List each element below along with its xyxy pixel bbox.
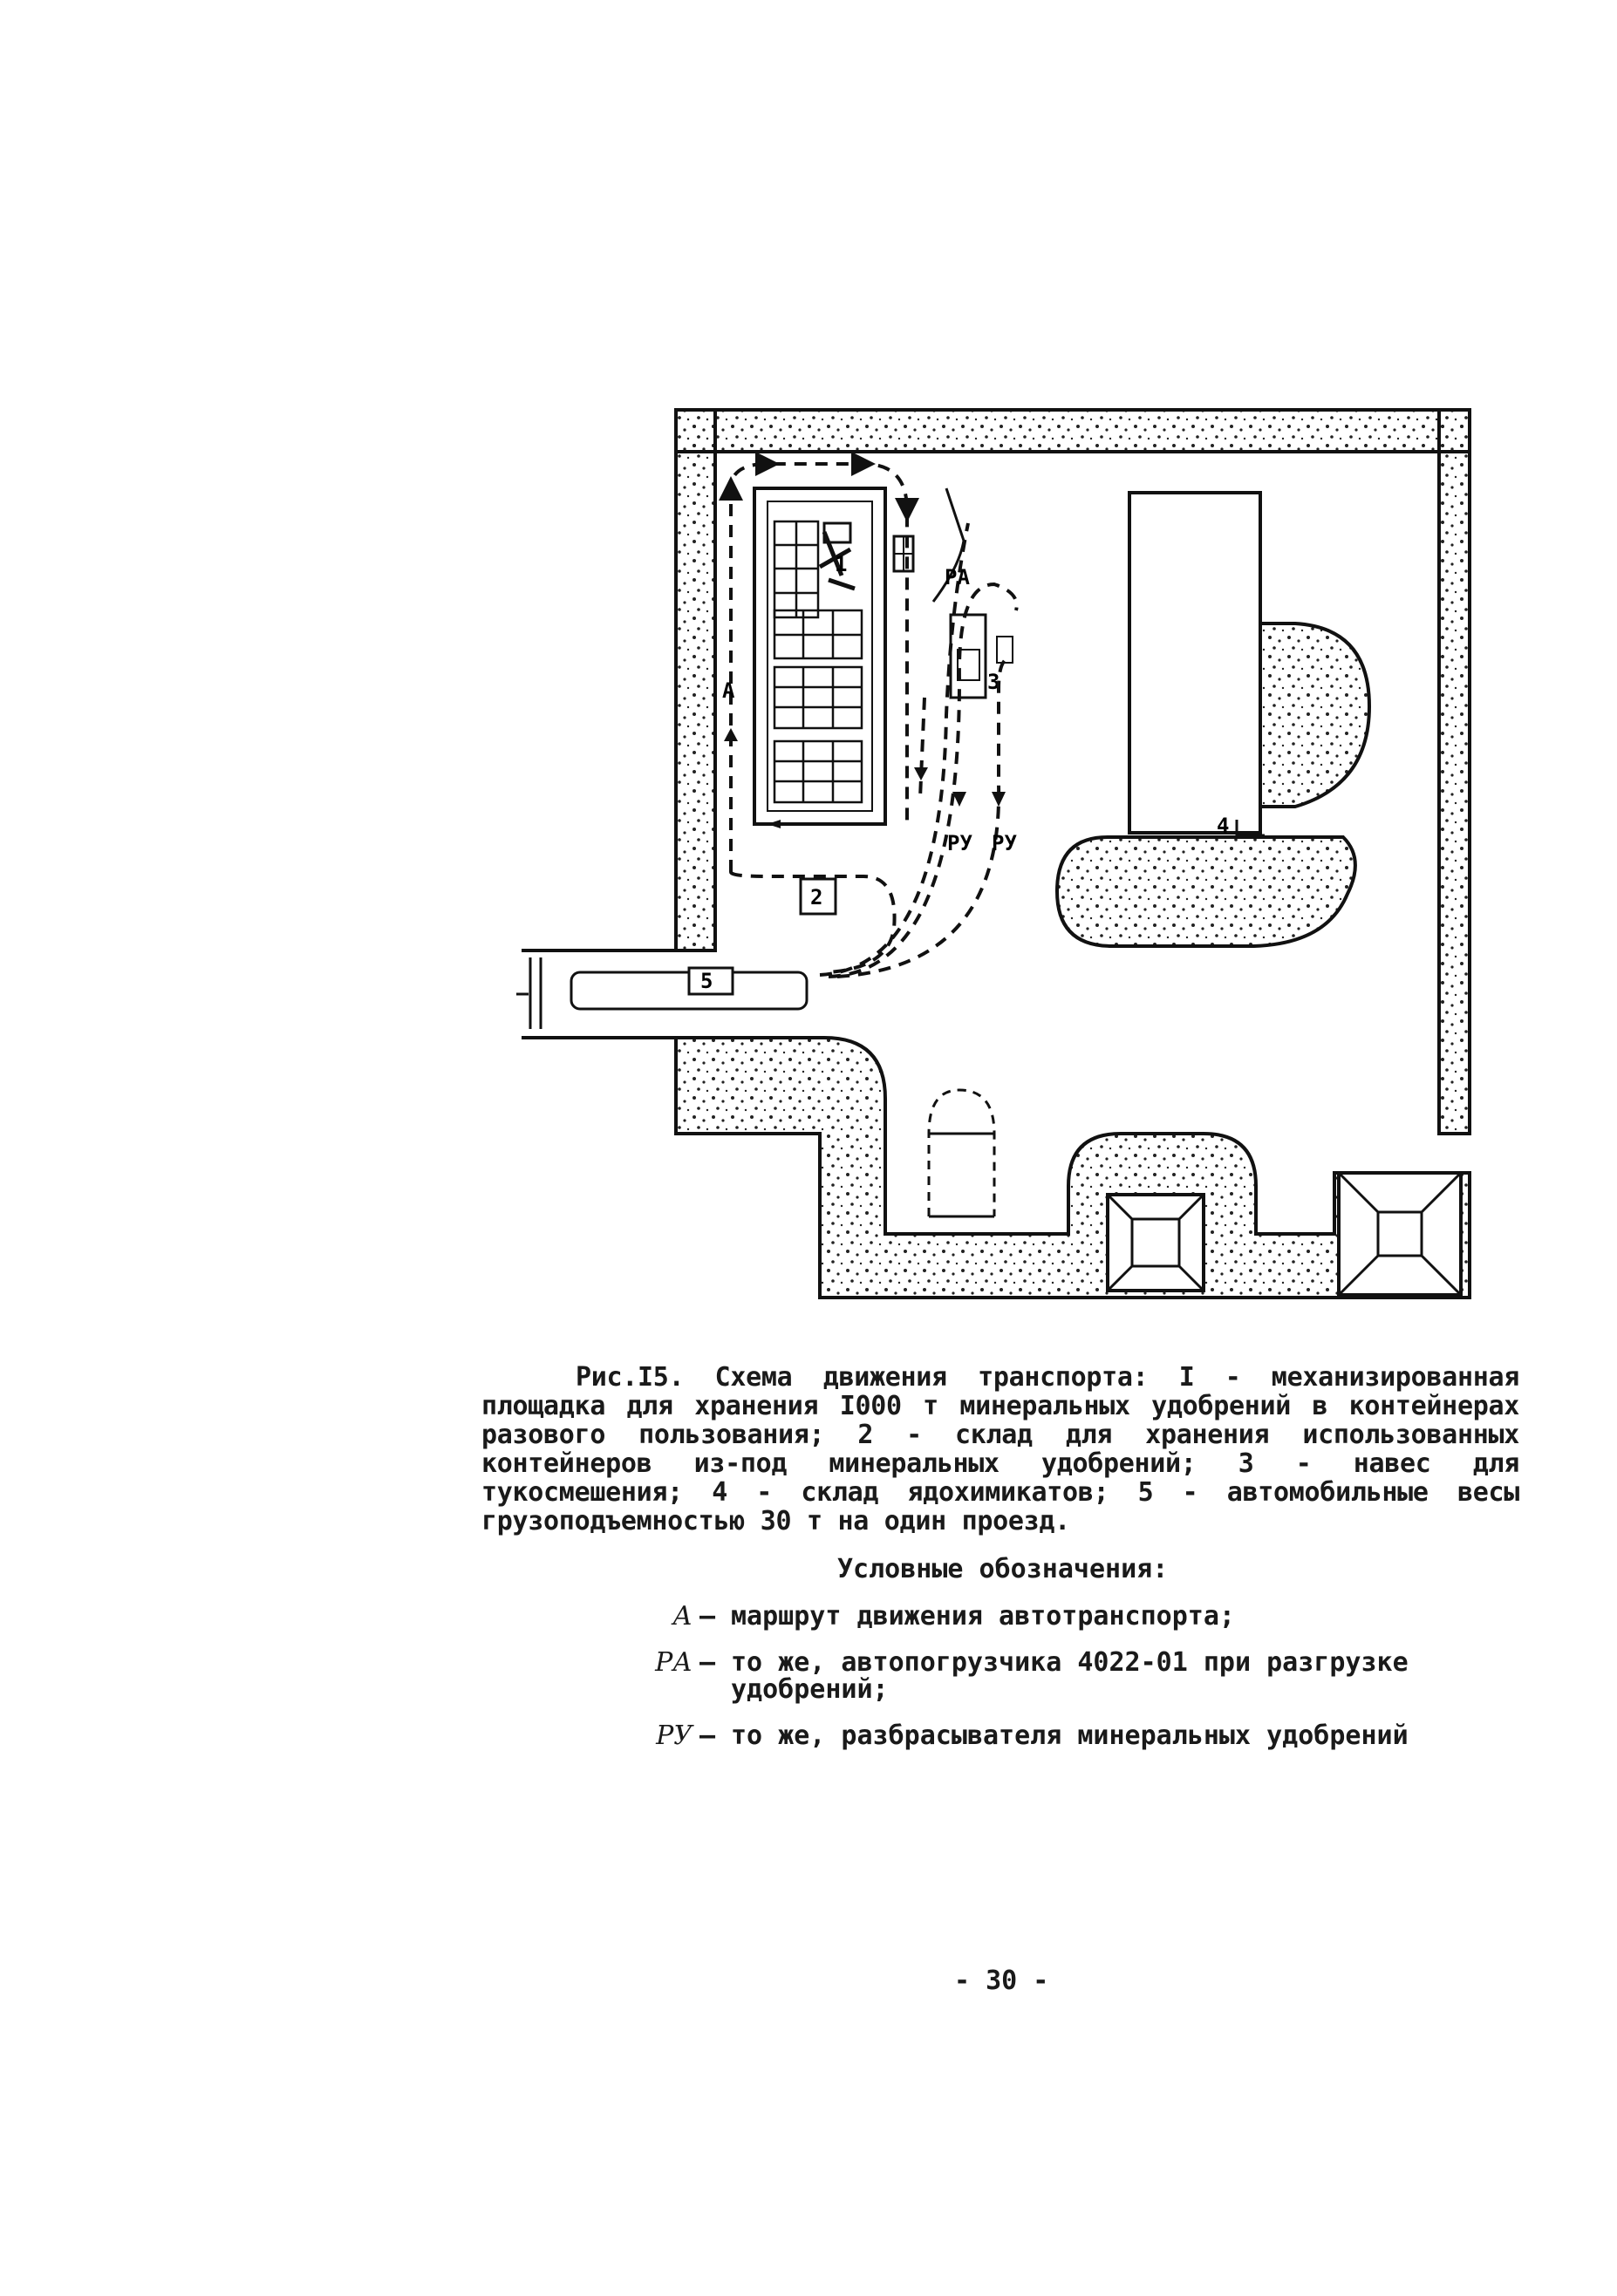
legend-item: А – маршрут движения автотранспорта; [637,1603,1518,1630]
used-container-warehouse: 2 [799,877,837,916]
caption-line-1: Рис.I5. Схема движения транспорта: I - м… [576,1362,1519,1393]
route-label-ry-2: РУ [992,831,1017,855]
legend-dash: – [699,1647,716,1678]
figure-caption: Рис.I5. Схема движения транспорта: I - м… [481,1363,1519,1536]
legend-symbol: РУ [656,1720,693,1751]
legend-symbol: РА [655,1647,693,1678]
legend: А – маршрут движения автотранспорта; РА … [637,1603,1518,1768]
legend-dash: – [699,1720,716,1751]
hopper-right [1337,1171,1463,1297]
route-label-a: А [722,678,735,703]
legend-text: маршрут движения автотранспорта; [731,1601,1235,1632]
hopper-left [1106,1193,1205,1292]
legend-text: то же, автопогрузчика 4022-01 при разгру… [731,1647,1409,1705]
mark-5: 5 [700,969,713,993]
planting-island-center [1054,835,1357,948]
mixing-shed: 3 [949,613,1013,699]
legend-text: то же, разбрасывателя минеральных удобре… [731,1720,1409,1751]
legend-item: РУ – то же, разбрасывателя минеральных у… [637,1722,1518,1749]
gate-outline [927,1088,996,1216]
mark-4: 4 [1217,814,1229,838]
small-structure [892,535,915,573]
legend-dash: – [699,1601,716,1632]
page-number: - 30 - [954,1966,1049,1996]
route-lines [718,451,1019,978]
route-label-ra: РА [945,565,970,589]
entrance-road [516,949,808,1039]
caption-body: площадка для хранения I000 т минеральных… [481,1391,1519,1536]
planting-island-right [1259,622,1372,808]
large-building [1128,491,1262,835]
mark-1: 1 [835,552,847,576]
mark-2: 2 [810,885,822,910]
route-label-ry-1: РУ [947,831,972,855]
legend-title: Условные обозначения: [837,1554,1169,1584]
mark-3: 3 [987,670,1000,694]
legend-item: РА – то же, автопогрузчика 4022-01 при р… [637,1649,1518,1703]
container-storage-area: 1 [753,487,887,826]
legend-symbol: А [672,1601,693,1632]
truck-scale: 5 [687,966,734,996]
green-belt [674,408,1471,1299]
